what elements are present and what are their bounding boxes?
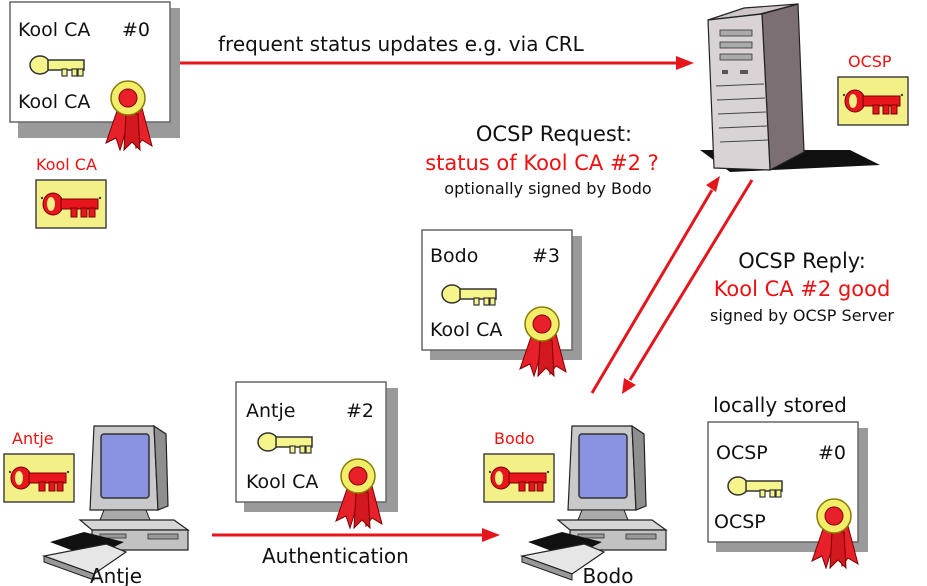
key-icon — [483, 453, 555, 503]
certificate-serial: #0 — [818, 442, 846, 464]
certificate-antje: Antje #2 Kool CA — [235, 381, 398, 529]
reply-note: signed by OCSP Server — [710, 306, 894, 325]
key-icon — [837, 76, 909, 126]
crl-arrow-label: frequent status updates e.g. via CRL — [218, 32, 585, 56]
certificate-subject: OCSP — [716, 442, 768, 464]
request-status: status of Kool CA #2 ? — [425, 151, 659, 175]
computer-icon — [43, 425, 189, 581]
certificate-serial: #0 — [122, 19, 150, 41]
private-key-kool-ca: Kool CA — [35, 155, 107, 229]
key-label: OCSP — [848, 52, 892, 71]
computer-label: Bodo — [583, 564, 634, 586]
computer-icon — [521, 425, 667, 581]
key-icon — [35, 179, 107, 229]
key-label: Kool CA — [36, 155, 97, 174]
certificate-subject: Kool CA — [18, 19, 90, 41]
authentication-arrow: Authentication — [212, 528, 500, 568]
private-key-ocsp: OCSP — [837, 52, 909, 126]
certificate-bodo: Bodo #3 Kool CA — [421, 229, 582, 377]
private-key-antje: Antje — [3, 429, 75, 503]
certificate-serial: #3 — [532, 245, 560, 267]
reply-status: Kool CA #2 good — [714, 277, 891, 301]
certificate-subject: Bodo — [430, 245, 478, 267]
certificate-ocsp-local: locally stored OCSP #0 OCSP — [707, 393, 868, 569]
certificate-issuer: Kool CA — [18, 91, 90, 113]
private-key-bodo: Bodo — [483, 429, 555, 503]
certificate-serial: #2 — [346, 400, 374, 422]
certificate-issuer: OCSP — [714, 511, 766, 533]
computer-label: Antje — [90, 564, 142, 586]
computer-antje: Antje — [43, 425, 189, 586]
crl-arrow: frequent status updates e.g. via CRL — [180, 32, 694, 70]
request-title: OCSP Request: — [476, 122, 632, 146]
ocsp-request: OCSP Request: status of Kool CA #2 ? opt… — [425, 122, 659, 198]
key-label: Antje — [12, 429, 54, 448]
reply-title: OCSP Reply: — [738, 249, 866, 273]
certificate-subject: Antje — [246, 400, 295, 422]
certificate-issuer: Kool CA — [430, 319, 502, 341]
ocsp-reply: OCSP Reply: Kool CA #2 good signed by OC… — [710, 249, 894, 325]
certificate-kool-ca: Kool CA #0 Kool CA — [9, 1, 180, 151]
authentication-label: Authentication — [262, 544, 409, 568]
key-icon — [3, 453, 75, 503]
request-arrow — [590, 176, 720, 394]
key-label: Bodo — [494, 429, 535, 448]
reply-arrow — [622, 179, 754, 394]
server-icon — [700, 3, 880, 172]
computer-bodo: Bodo — [521, 425, 667, 586]
certificate-issuer: Kool CA — [246, 471, 318, 493]
locally-stored-label: locally stored — [713, 393, 847, 417]
request-note: optionally signed by Bodo — [444, 179, 651, 198]
